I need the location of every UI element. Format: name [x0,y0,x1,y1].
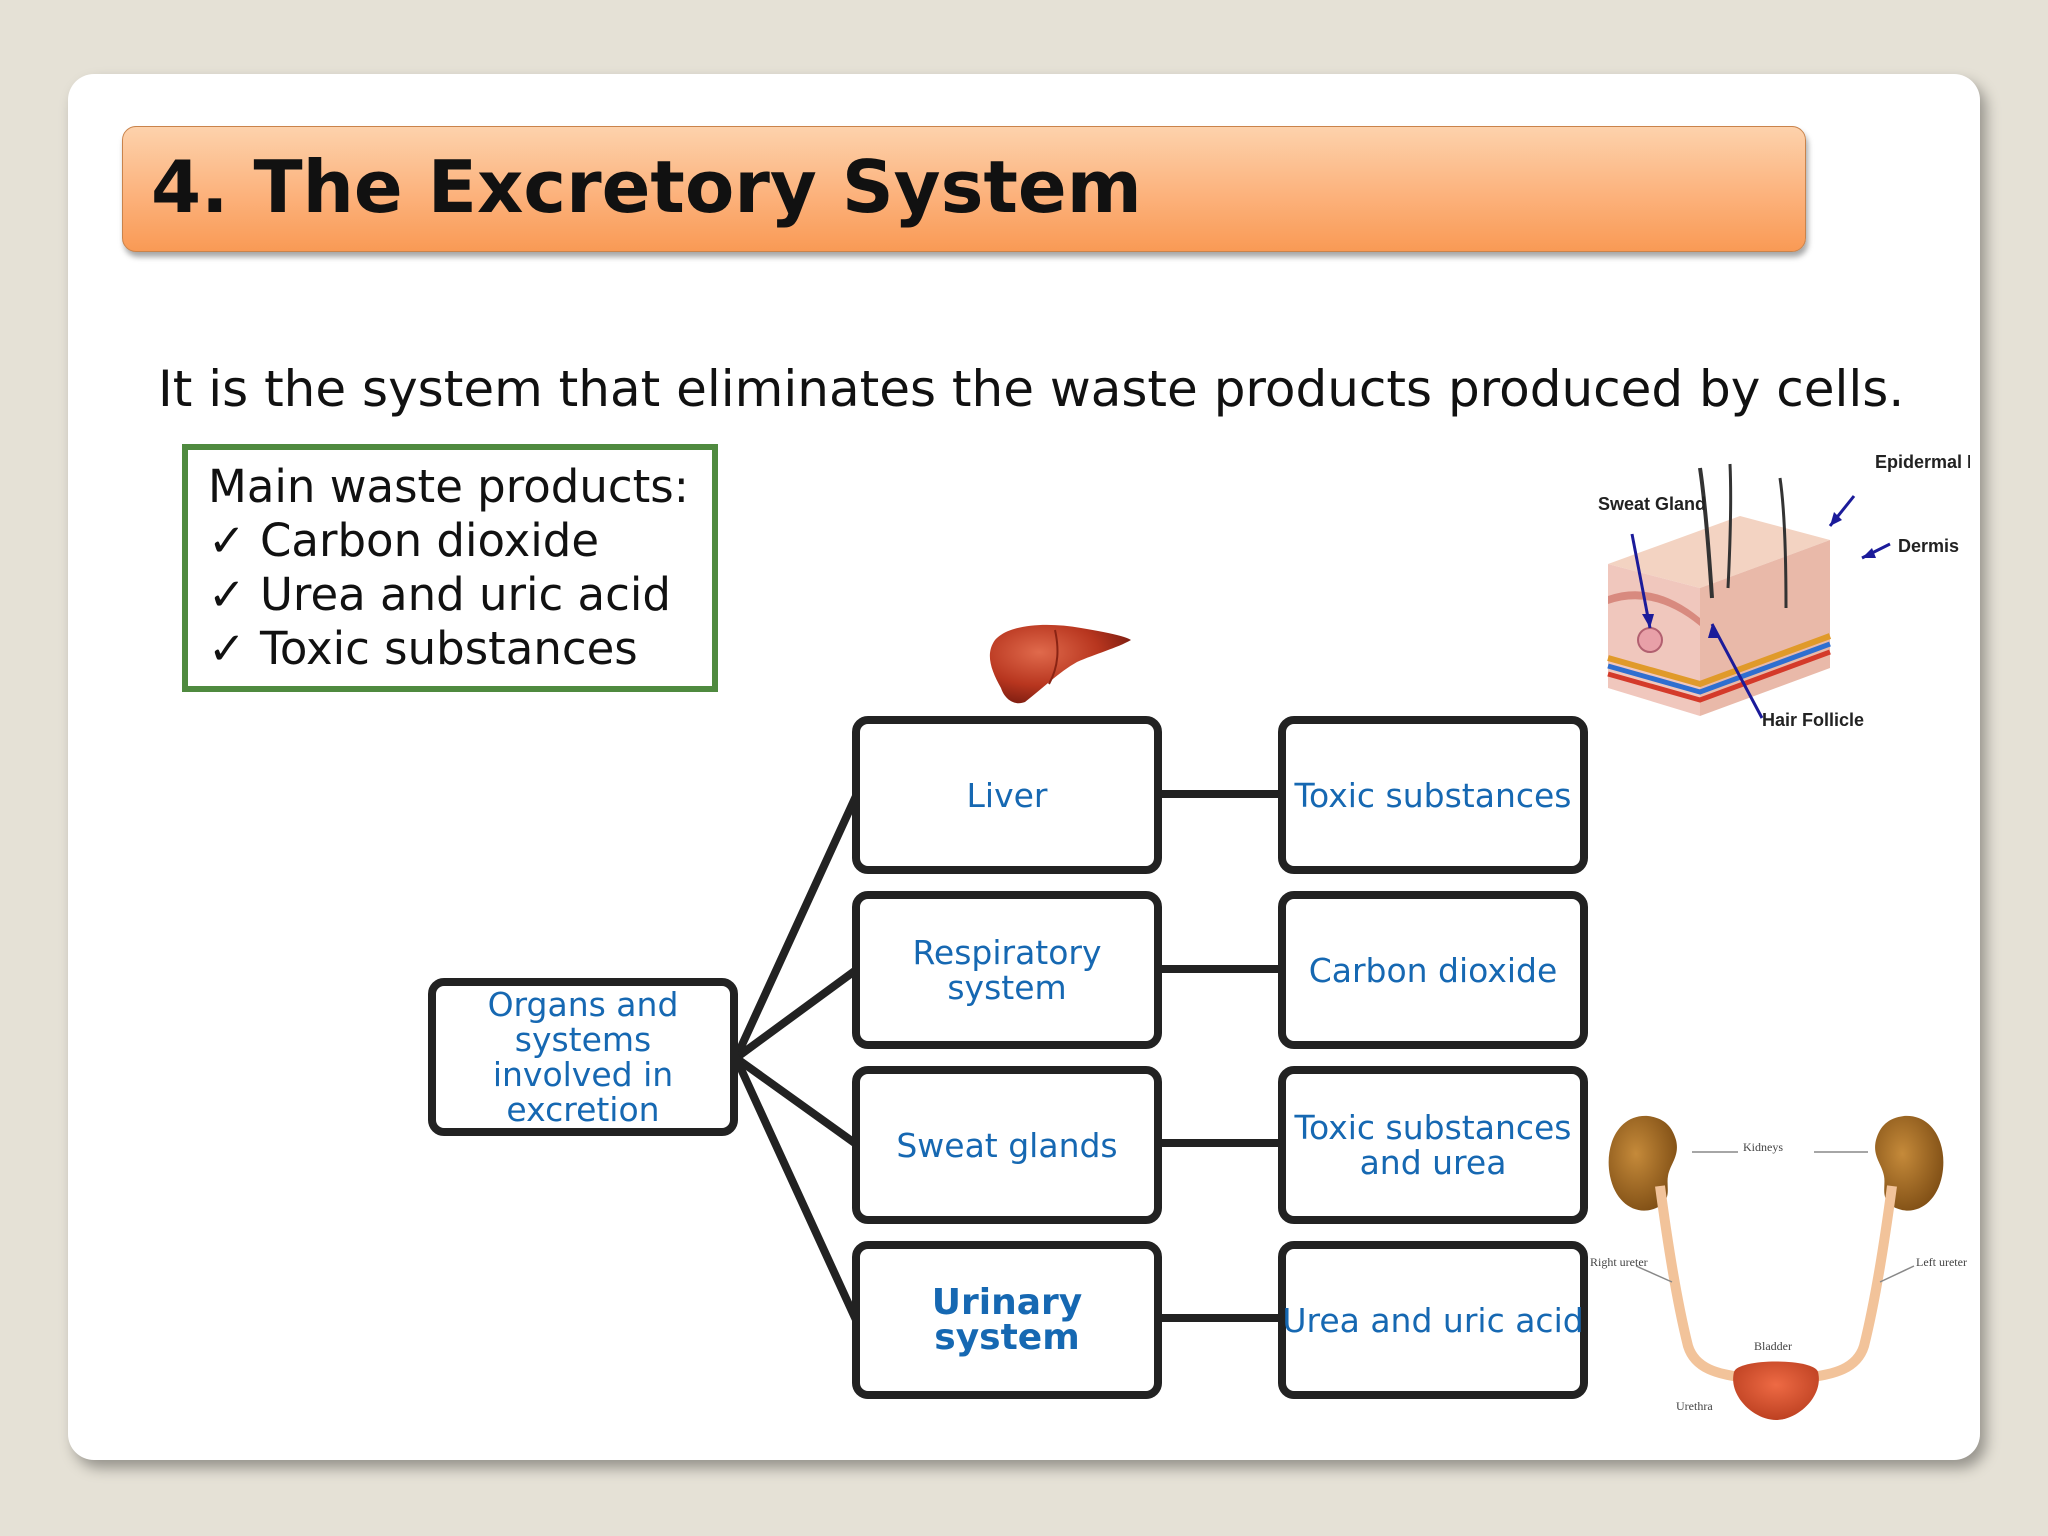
title-bar: 4. The Excretory System [122,126,1806,252]
waste-item: ✓ Urea and uric acid [208,568,712,622]
urinary-label: Urethra [1676,1399,1713,1413]
waste-box-heading: Main waste products: [208,460,689,513]
product-label: Carbon dioxide [1308,950,1558,990]
waste-products-box: Main waste products: ✓ Carbon dioxide ✓ Ur… [182,444,718,692]
product-node: Urea and uric acid [1278,1241,1588,1399]
product-node: Toxic substances [1278,716,1588,874]
slide-title: 4. The Excretory System [151,145,1142,229]
urinary-label: Right ureter [1590,1255,1648,1269]
urinary-label: Left ureter [1916,1255,1967,1269]
root-node-label: Organs and systems involved in excretion [487,985,679,1129]
waste-item-label: Toxic substances [260,622,638,675]
skin-label: Sweat Gland [1598,494,1706,514]
connector-line [732,1054,860,1148]
organ-label: Respiratory system [912,933,1102,1007]
urinary-illustration: Kidneys Right ureter Left ureter Bladder… [1590,1115,1967,1420]
check-icon: ✓ [208,622,246,675]
connector-line [732,966,860,1062]
skin-label: Dermis [1898,536,1959,556]
skin-illustration: Sweat Gland Epidermal Layer Dermis Hair … [1598,452,1970,730]
product-label: Toxic substances and urea [1294,1108,1572,1182]
product-label: Urea and uric acid [1282,1300,1584,1340]
organ-node-sweat-glands: Sweat glands [852,1066,1162,1224]
check-icon: ✓ [208,514,246,567]
product-node: Carbon dioxide [1278,891,1588,1049]
organ-label: Urinary system [931,1282,1083,1358]
urinary-label: Kidneys [1743,1140,1783,1154]
waste-item-label: Urea and uric acid [260,568,671,621]
root-node: Organs and systems involved in excretion [428,978,738,1136]
organ-node-respiratory: Respiratory system [852,891,1162,1049]
liver-illustration [989,624,1131,704]
waste-item-label: Carbon dioxide [260,514,600,567]
organ-label: Liver [966,775,1048,815]
product-node: Toxic substances and urea [1278,1066,1588,1224]
organ-node-urinary: Urinary system [852,1241,1162,1399]
product-label: Toxic substances [1294,775,1572,815]
waste-item: ✓ Toxic substances [208,622,712,676]
urinary-label: Bladder [1754,1339,1792,1353]
connector-line [732,1054,860,1324]
waste-item: ✓ Carbon dioxide [208,514,712,568]
check-icon: ✓ [208,568,246,621]
organ-label: Sweat glands [896,1125,1118,1165]
skin-label: Hair Follicle [1762,710,1864,730]
organ-node-liver: Liver [852,716,1162,874]
intro-text: It is the system that eliminates the was… [158,360,1905,418]
skin-label: Epidermal Layer [1875,452,1970,472]
connector-line [732,792,860,1062]
